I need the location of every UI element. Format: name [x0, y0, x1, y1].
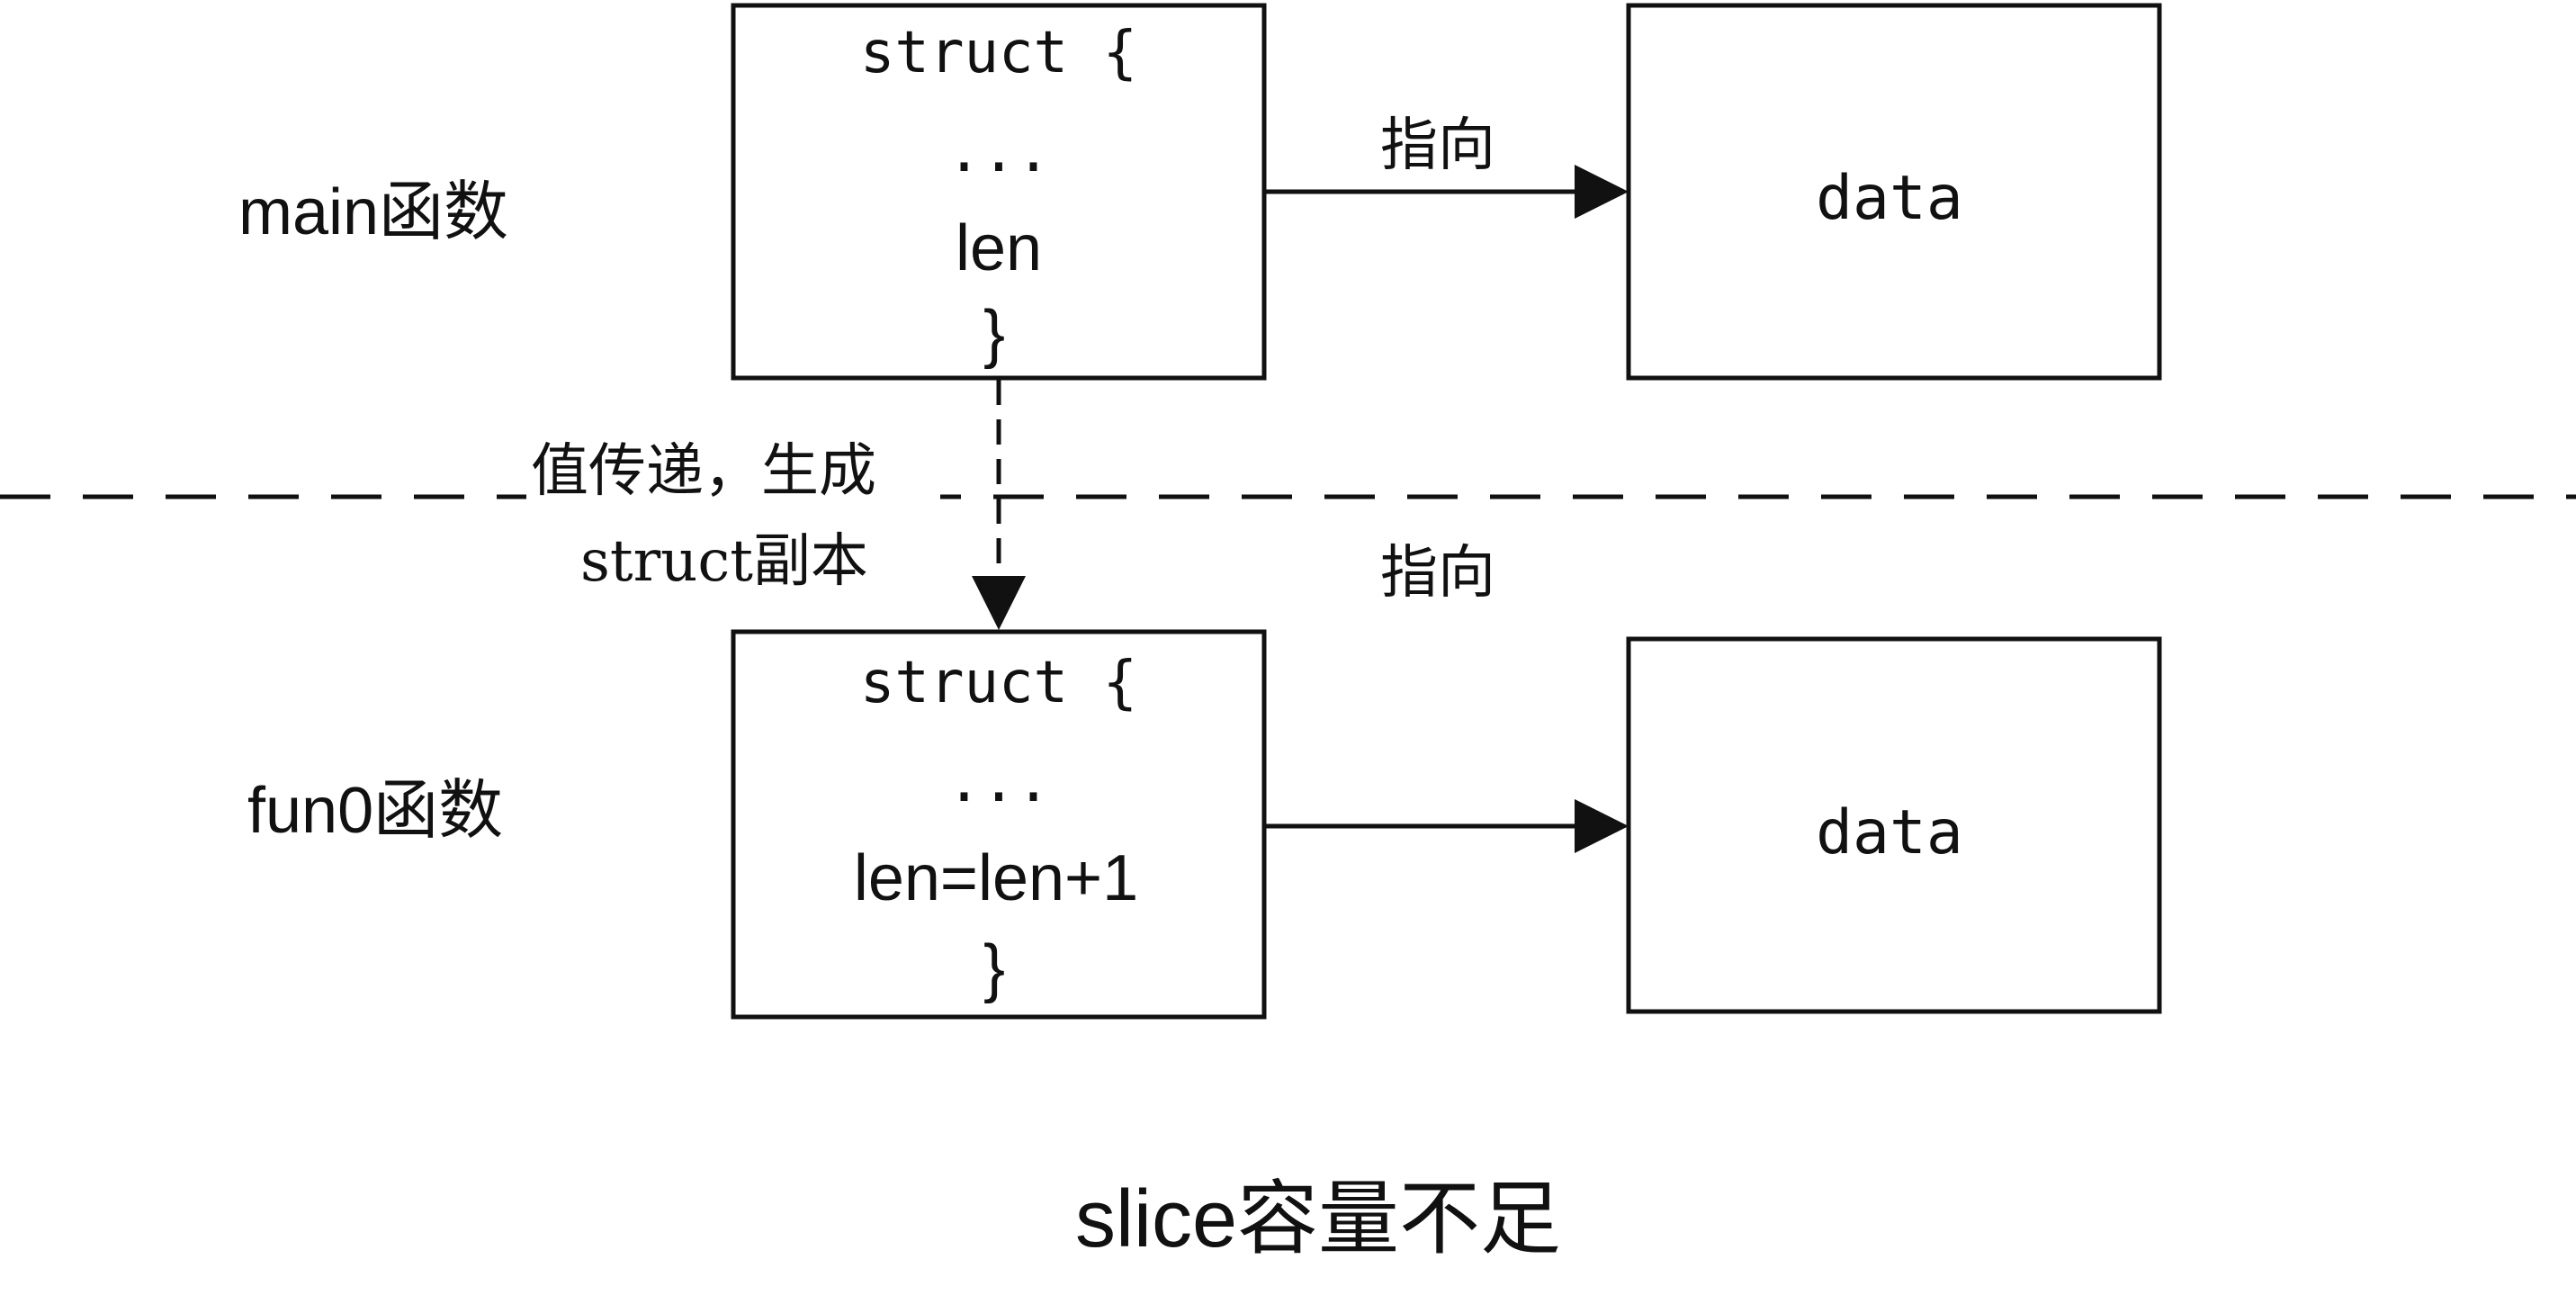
main-function-label: main函数	[238, 176, 508, 248]
main-struct-open-text: struct {	[860, 20, 1137, 86]
fun0-struct-field-text: len=len+1	[854, 842, 1138, 914]
fun0-struct-close-text: }	[983, 932, 1005, 1004]
main-struct-dots-text: ...	[947, 119, 1051, 185]
divider-label-line2: struct副本	[580, 528, 868, 595]
main-data-text: data	[1816, 163, 1963, 234]
main-data-box	[1626, 3, 2162, 381]
fun0-struct-dots-text: ...	[947, 749, 1051, 815]
diagram-caption: slice容量不足	[1075, 1174, 1561, 1264]
fun0-struct-open-text: struct {	[860, 650, 1137, 716]
main-arrow-label: 指向	[1380, 112, 1495, 179]
main-struct-close-text: }	[983, 298, 1005, 370]
main-struct-box	[731, 3, 1267, 381]
divider-label-background	[526, 432, 940, 508]
main-struct-field-text: len	[956, 212, 1042, 284]
divider-label-line1: 值传递，生成	[531, 438, 876, 505]
fun0-struct-box	[731, 629, 1267, 1020]
fun0-arrow-label: 指向	[1380, 540, 1495, 607]
fun0-data-box	[1626, 636, 2162, 1014]
fun0-function-label: fun0函数	[247, 775, 503, 847]
fun0-data-text: data	[1816, 797, 1963, 868]
